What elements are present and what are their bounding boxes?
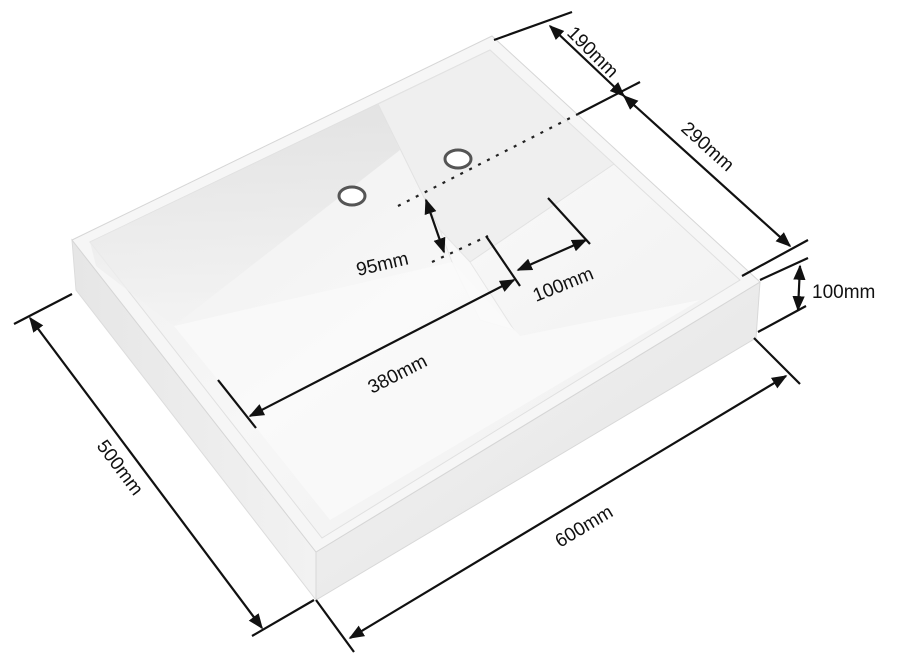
basin-back-wall bbox=[90, 104, 400, 326]
label-deck-width: 190mm bbox=[562, 23, 622, 83]
dotted-line-lower bbox=[431, 235, 489, 263]
basin-body bbox=[71, 35, 761, 602]
label-depth: 500mm bbox=[92, 436, 147, 499]
tap-hole-left bbox=[337, 185, 367, 207]
label-deck-depth: 290mm bbox=[677, 118, 738, 176]
label-height: 100mm bbox=[812, 282, 875, 303]
dimension-height: 100mm bbox=[757, 257, 875, 333]
reference-lines bbox=[397, 113, 579, 263]
tap-hole-right bbox=[443, 148, 473, 170]
label-width: 600mm bbox=[552, 502, 617, 553]
dotted-line-upper bbox=[397, 113, 579, 207]
